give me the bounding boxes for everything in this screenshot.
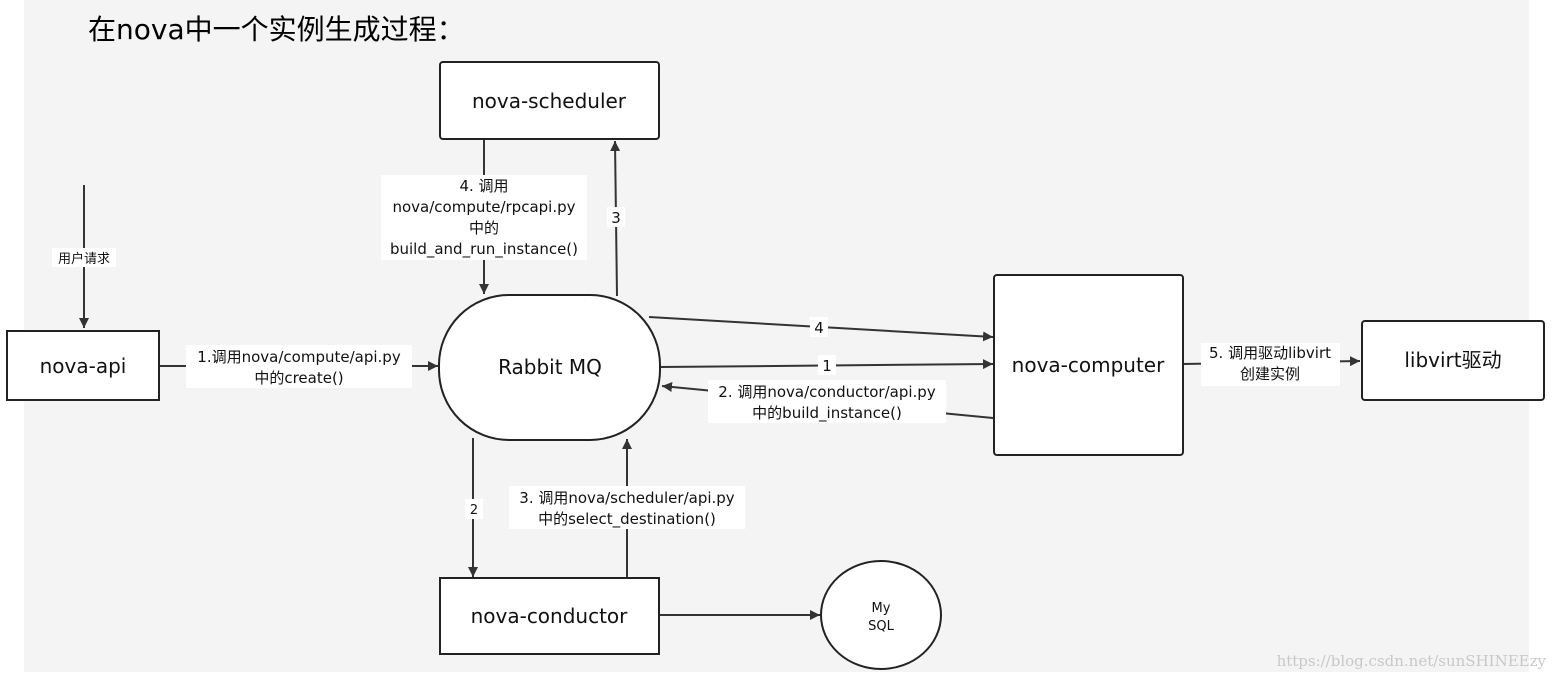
nodes: nova-api Rabbit MQ nova-scheduler nova-c… <box>6 61 1545 670</box>
edge-label-mq-to-scheduler: 3 <box>611 209 621 227</box>
watermark: https://blog.csdn.net/sunSHINEEzy <box>1276 652 1546 670</box>
edge-label-mq-to-conductor: 2 <box>470 503 478 518</box>
edge-label-api-to-mq-line2: 中的create() <box>254 369 343 387</box>
page-title: 在nova中一个实例生成过程： <box>88 13 465 46</box>
node-libvirt-label: libvirt驱动 <box>1404 348 1501 372</box>
node-mysql-label-line1: My <box>872 601 891 616</box>
node-nova-api-label: nova-api <box>40 354 127 378</box>
node-nova-api: nova-api <box>6 330 160 401</box>
node-rabbit-mq-label: Rabbit MQ <box>498 355 602 379</box>
node-rabbit-mq: Rabbit MQ <box>438 294 661 441</box>
edge-labels: 用户请求 1.调用nova/compute/api.py 中的create() … <box>52 175 1340 529</box>
diagram-canvas <box>24 0 1529 672</box>
node-nova-scheduler: nova-scheduler <box>439 61 660 140</box>
edge-label-conductor-to-mq-line2: 中的select_destination() <box>538 510 716 529</box>
edge-label-conductor-to-mq-line1: 3. 调用nova/scheduler/api.py <box>519 489 734 507</box>
node-nova-conductor-label: nova-conductor <box>471 604 629 628</box>
edge-label-computer-to-mq-line1: 2. 调用nova/conductor/api.py <box>718 383 936 401</box>
node-nova-computer: nova-computer <box>993 274 1184 456</box>
node-mysql: My SQL <box>820 560 942 670</box>
edge-label-mq-to-computer-4: 4 <box>814 319 824 337</box>
edge-label-computer-to-mq-line2: 中的build_instance() <box>752 404 902 423</box>
edge-label-computer-to-libvirt-line1: 5. 调用驱动libvirt <box>1209 344 1331 362</box>
edge-label-scheduler-to-mq-line2: nova/compute/rpcapi.py <box>392 198 575 216</box>
edge-label-computer-to-libvirt-line2: 创建实例 <box>1240 365 1300 383</box>
node-nova-conductor: nova-conductor <box>439 577 660 655</box>
node-mysql-label-line2: SQL <box>868 619 894 634</box>
edge-label-scheduler-to-mq-line4: build_and_run_instance() <box>390 240 578 259</box>
node-nova-scheduler-label: nova-scheduler <box>472 89 627 113</box>
node-nova-computer-label: nova-computer <box>1012 353 1165 377</box>
edge-label-mq-to-computer-1: 1 <box>822 357 832 375</box>
edge-label-scheduler-to-mq-line1: 4. 调用 <box>459 177 508 195</box>
edge-label-user-request: 用户请求 <box>58 251 110 267</box>
node-libvirt: libvirt驱动 <box>1361 320 1545 401</box>
edge-label-scheduler-to-mq-line3: 中的 <box>469 219 499 237</box>
edge-label-api-to-mq-line1: 1.调用nova/compute/api.py <box>197 348 401 366</box>
